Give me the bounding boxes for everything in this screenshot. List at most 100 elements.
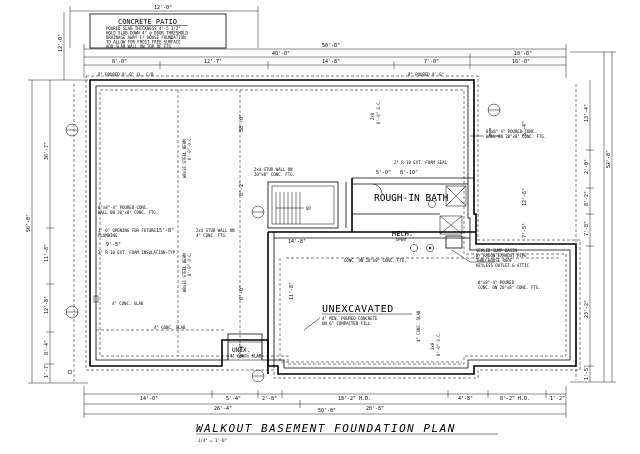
- sump-basin: [410, 244, 418, 252]
- patio-note-4: TO ALLOW FOR FROST FREE SURFACE: [106, 40, 181, 45]
- dim-row3-d: 7'-0": [424, 59, 439, 65]
- dim-right-1: 13'-4": [584, 104, 590, 122]
- room-label-unexcavated: UNEXCAVATED: [322, 304, 394, 315]
- symbol-pad: [93, 295, 99, 303]
- bottom-dimensions: 14'-0" 5'-4" 2'-8" 18'-2" H.D. 4'-8" 8'-…: [83, 386, 567, 418]
- note-right-1b: WALL ON 20"x8" CONC. FTG.: [486, 134, 546, 139]
- patio-outline: [89, 13, 227, 49]
- patio-note-2: HOLD SLAB DOWN 4" @ DOOR THRESHOLD: [106, 31, 188, 36]
- foundation-outer-wall: [89, 79, 577, 375]
- dim-right-6: 1'-5": [584, 365, 590, 380]
- dim-inner-i: 7'-5": [522, 223, 528, 238]
- dim-inner-l: 5'-0": [376, 170, 391, 176]
- stair-up-label: UP: [306, 206, 311, 211]
- symbol-dot: [428, 246, 432, 250]
- note-left-open-b: PLUMBING: [98, 233, 118, 238]
- dim-inner-m: 8'-10": [400, 170, 418, 176]
- beam-note-2: W8x31 STEEL BEAM: [182, 253, 187, 292]
- plan-title-block: WALKOUT BASEMENT FOUNDATION PLAN 1/4" = …: [196, 422, 498, 443]
- patio-note-3: DRAINAGE AWAY F/ HOUSE FOUNDATION: [106, 35, 186, 40]
- note-right-2: 2" R-10 EXT. FOAM SEAL: [394, 160, 448, 165]
- dim-row3-a: 8'-0": [112, 59, 127, 65]
- unex-small-note: 4" CONC. SLAB: [230, 354, 262, 359]
- steel-beams: W8x31 STEEL BEAM 6'-0" O.C. W8x31 STEEL …: [96, 90, 441, 356]
- note-left-open: 1'-0" OPENING FOR FUTURE: [98, 228, 156, 233]
- note-mech-2: W/ RADON EXHAUST PIPE: [476, 253, 527, 258]
- left-dimensions: 56'-0" 36'-7" 11'-8" 12'-8" 8'-4" 1'-7" …: [26, 12, 88, 384]
- dim-row1-overall: 50'-0": [322, 43, 340, 49]
- beam-note-2b: 6'-0" O.C.: [187, 252, 192, 276]
- dim-inner-g: 5'-4": [522, 121, 528, 136]
- dim-left-5: 1'-7": [44, 363, 50, 378]
- dim-inner-d: 9'-4": [239, 343, 245, 358]
- water-heater: [426, 244, 434, 252]
- top-wall-note-right: 8" POURED 8'-0": [408, 72, 444, 77]
- top-wall-note-left: 8" POURED 8'-0" CL. C/B: [98, 72, 154, 77]
- dim-bottom-2-a: 26'-4": [214, 406, 232, 412]
- dim-bottom-1-c: 2'-8": [262, 396, 277, 402]
- note-slab-2: 4" CONC. SLAB: [112, 301, 144, 306]
- unexcavated-note-1: 4" MIN. POURED CONCRETE: [322, 316, 378, 321]
- right-dimensions: 52'-0" 13'-4" 2'-0" 8'-2" 7'-8" 23'-2" 1…: [570, 51, 616, 383]
- stair-and-bath: UP ROUGH-IN BATH MECH. OPEN: [267, 177, 494, 263]
- dim-inner-c: 6'-0": [239, 285, 245, 300]
- unex-small-box: [227, 341, 263, 361]
- dim-inner-h: 12'-6": [522, 188, 528, 206]
- dim-bottom-1-d: 18'-2" H.D.: [338, 396, 371, 402]
- dim-inner-e: 14'-8": [288, 239, 306, 245]
- patio-title: CONCRETE PATIO: [118, 18, 177, 26]
- dim-inner-a: 38'-0": [239, 114, 245, 132]
- dim-inner-b: 8'-2": [239, 181, 245, 196]
- dim-bottom-1-f: 8'-2" H.D.: [500, 396, 530, 402]
- dim-bottom-1-e: 4'-8": [458, 396, 473, 402]
- note-mid-2b: CONC. ON 20"x8" CONC. FTG.: [478, 285, 541, 290]
- shower-fixture: [445, 185, 467, 207]
- dim-top-overall: 12'-0": [154, 5, 172, 11]
- dim-left-2: 11'-8": [44, 244, 50, 262]
- note-stair: 2x4 STUD WALL ON: [254, 167, 293, 172]
- section-markers: [65, 103, 501, 383]
- note-left-stud-b: 4" CONC. FTG.: [196, 233, 227, 238]
- note-mid-2: 8"x8"-4" POURED: [478, 280, 515, 285]
- patio-note-5: ADD SLAB WALL ON TOP OF FTG: [106, 44, 172, 49]
- dim-row2-a: 40'-0": [272, 51, 290, 57]
- patio-note-1: POURED SLAB THICKNESS 4"-5 1/2": [106, 26, 181, 31]
- dim-right-2: 2'-0": [584, 159, 590, 174]
- foundation-walls: [85, 75, 581, 379]
- stair-enclosure-inner: [271, 185, 335, 225]
- dim-bottom-2-b: 20'-8": [366, 406, 384, 412]
- note-mid-1: CONC. ON 20"x8" CONC. FTG.: [344, 258, 407, 263]
- plan-scale: 1/4" = 1'-0": [198, 438, 227, 443]
- note-left-stud: 2x4 STUD WALL ON: [196, 228, 235, 233]
- toilet-fixture: [428, 200, 436, 208]
- dim-row3-b: 12'-7": [204, 59, 222, 65]
- sump-pit: [445, 235, 463, 249]
- dim-inner-f: 11'-8": [289, 282, 295, 300]
- dim-right-outer: 52'-0": [606, 150, 612, 168]
- beam-note-upper-b: 6'-0" O.C.: [376, 100, 381, 124]
- room-labels: UNEXCAVATED 4" MIN. POURED CONCRETE ON 6…: [227, 304, 412, 361]
- room-label-mech: MECH.: [392, 230, 413, 238]
- dim-right-5: 23'-2": [584, 300, 590, 318]
- beam-note-lower-b: 6'-0" O.C.: [436, 332, 441, 356]
- dim-row3-c: 14'-8": [322, 59, 340, 65]
- note-mech-3: THRU HOUSE ROOF: [476, 258, 513, 263]
- beam-note-1b: 6'-0" O.C.: [187, 136, 192, 160]
- dim-right-3: 8'-2": [584, 191, 590, 206]
- plan-notes: 8"x8"-4" POURED CONC. WALL ON 20"x8" CON…: [98, 129, 546, 342]
- top-dimensions: 12'-0" 50'-0" 40'-0" 10'-0" 8'-0" 12'-7"…: [69, 5, 567, 78]
- dim-left-top: 12'-0": [58, 34, 64, 52]
- note-mech-4: KEYLESS OUTLET & ATTIC: [476, 263, 530, 268]
- concrete-patio: CONCRETE PATIO POURED SLAB THICKNESS 4"-…: [89, 13, 227, 49]
- beam-note-upper: 2x8: [370, 112, 375, 120]
- beam-note-lower: 2x8: [430, 342, 435, 350]
- room-label-mech-sub: OPEN: [396, 237, 406, 242]
- symbol-circle-left: [67, 369, 73, 375]
- room-label-unex-small: UNEX.: [232, 347, 250, 354]
- foundation-footing-outer: [85, 75, 581, 379]
- dim-inner-k: 15'-8": [156, 228, 174, 234]
- note-slab-1: 4" CONC. SLAB: [154, 325, 186, 330]
- dim-bottom-1-b: 5'-4": [226, 396, 241, 402]
- dim-inner-j: 9'-5": [106, 242, 121, 248]
